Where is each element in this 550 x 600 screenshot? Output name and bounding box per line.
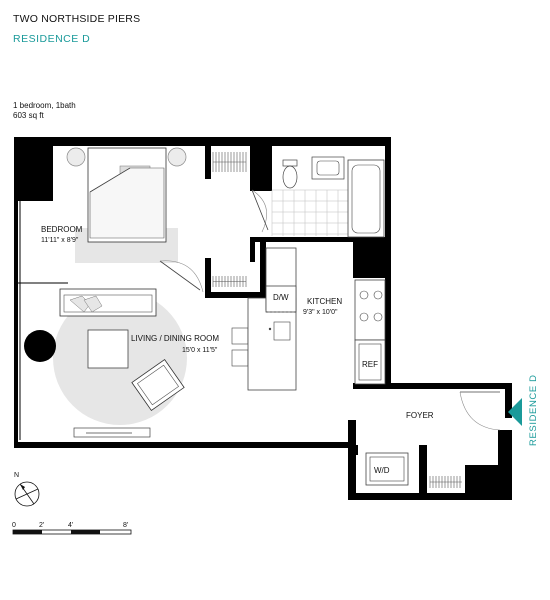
wd-label: W/D — [374, 466, 390, 475]
kitchen-dims: 9'3" x 10'0" — [303, 309, 338, 316]
living-label: LIVING / DINING ROOM — [131, 334, 219, 343]
scale-label-4: 4' — [68, 522, 73, 529]
entry-tag: RESIDENCE D — [528, 374, 539, 446]
dw-label: D/W — [273, 293, 289, 302]
bedroom-label: BEDROOM — [41, 225, 83, 234]
entry-arrow-icon — [508, 398, 522, 426]
residence-title: RESIDENCE D — [13, 33, 91, 45]
bedroom-area — [66, 147, 269, 293]
scale-bar: 0 2' 4' 8' — [12, 522, 132, 535]
kitchen-label: KITCHEN — [307, 297, 342, 306]
mullions — [14, 239, 68, 284]
compass-icon: N — [14, 472, 40, 507]
building-title: TWO NORTHSIDE PIERS — [13, 13, 141, 25]
ref-label: REF — [362, 360, 378, 369]
bed-bath-text: 1 bedroom, 1bath — [13, 101, 76, 110]
scale-label-8: 8' — [123, 522, 128, 529]
bathroom-area — [271, 156, 385, 238]
area-text: 603 sq ft — [13, 111, 44, 120]
compass-north-label: N — [14, 472, 19, 479]
unit-description: 1 bedroom, 1bath 603 sq ft — [13, 101, 76, 121]
walls — [14, 137, 512, 500]
living-dims: 15'0 x 11'5" — [182, 347, 218, 354]
living-area — [24, 288, 249, 438]
kitchen-area — [247, 247, 386, 391]
foyer-label: FOYER — [406, 411, 434, 420]
scale-label-2: 2' — [39, 522, 44, 529]
closet-hangers — [212, 152, 462, 488]
foyer-area — [365, 391, 501, 486]
scale-label-0: 0 — [12, 522, 16, 529]
bedroom-dims: 11'11" x 8'9" — [41, 237, 79, 244]
